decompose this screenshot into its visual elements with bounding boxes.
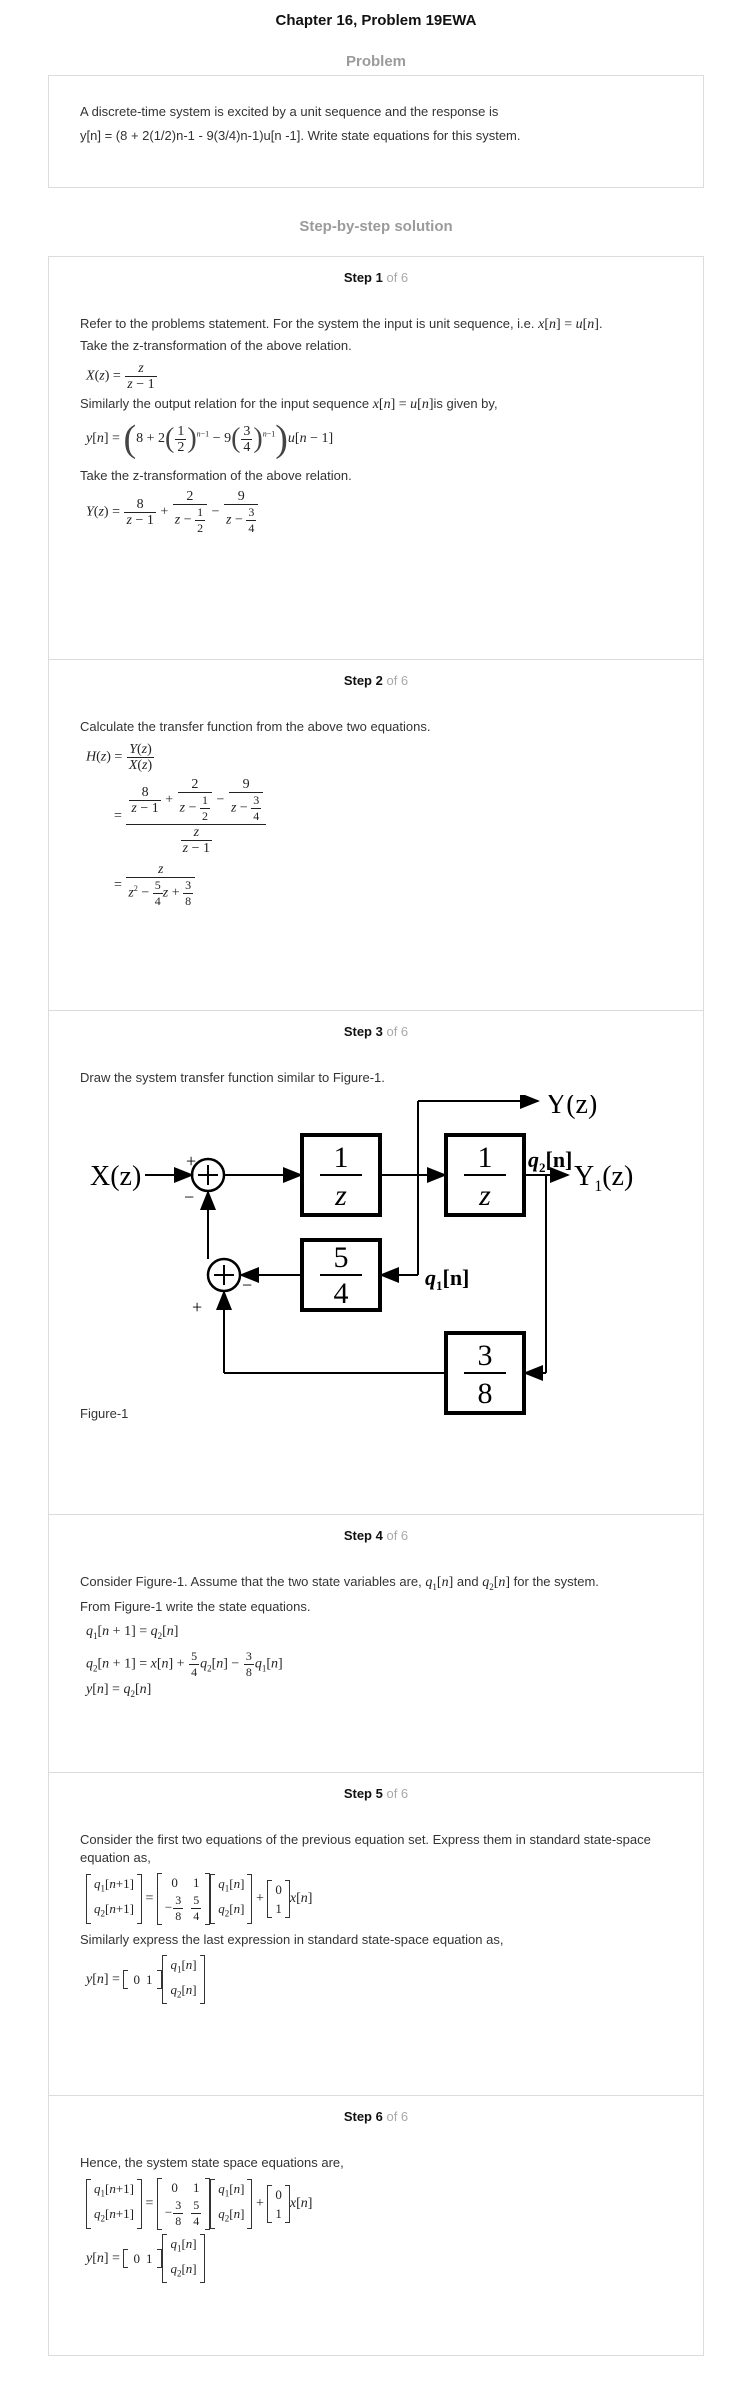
block2-num: 1 <box>478 1141 493 1174</box>
step-number: Step 1 <box>343 270 383 285</box>
input-label: X(z) <box>90 1161 141 1192</box>
state-eq-1: q1[n + 1] = q2[n] <box>86 1623 179 1641</box>
step-2-text: Calculate the transfer function from the… <box>80 719 431 734</box>
step-1-header: Step 1 of 6 <box>80 257 672 287</box>
figure-caption: Figure-1 <box>80 1406 129 1421</box>
block1-num: 1 <box>334 1141 349 1174</box>
output-top-label: Y(z) <box>546 1095 597 1120</box>
step-2: Step 2 of 6 Calculate the transfer funct… <box>49 659 703 1010</box>
step-1-text-1: Refer to the problems statement. For the… <box>80 316 603 332</box>
problem-heading: Problem <box>345 53 406 70</box>
step-2-header: Step 2 of 6 <box>343 673 409 688</box>
step-3-header: Step 3 of 6 <box>343 1024 409 1039</box>
block3-num: 5 <box>334 1241 349 1274</box>
sign-plus-1: + <box>186 1151 196 1171</box>
step-4-text-1: Consider Figure-1. Assume that the two s… <box>80 1574 599 1592</box>
q1-label: q1[n] <box>425 1265 469 1293</box>
step-3: Step 3 of 6 Draw the system transfer fun… <box>49 1010 703 1514</box>
eq-hz-1: H(z) = Y(z)X(z) <box>86 742 155 773</box>
step-6-header: Step 6 of 6 <box>343 2109 409 2124</box>
step-3-text: Draw the system transfer function simila… <box>80 1070 385 1085</box>
problem-line-2: y[n] = (8 + 2(1/2)n-1 - 9(3/4)n-1)u[n -1… <box>80 128 521 143</box>
problem-box: A discrete-time system is excited by a u… <box>48 75 704 188</box>
q2-label: q2[n] <box>528 1147 572 1175</box>
step-1-text-3: Similarly the output relation for the in… <box>80 396 498 412</box>
page-title: Chapter 16, Problem 19EWA <box>275 12 477 29</box>
block-diagram: X(z) Y(z) Y1(z) + − − + 1 z 1 z 5 <box>90 1095 633 1415</box>
step-4: Step 4 of 6 Consider Figure-1. Assume th… <box>49 1514 703 1772</box>
step-5-text-2: Similarly express the last expression in… <box>80 1932 504 1947</box>
step-5: Step 5 of 6 Consider the first two equat… <box>49 1772 703 2095</box>
sign-minus-1: − <box>184 1187 194 1207</box>
step-6: Step 6 of 6 Hence, the system state spac… <box>49 2095 703 2355</box>
steps-box: Step 1 of 6 Refer to the problems statem… <box>48 256 704 2356</box>
output-right-label: Y1(z) <box>574 1161 633 1195</box>
step-4-header: Step 4 of 6 <box>343 1528 409 1543</box>
problem-line-1: A discrete-time system is excited by a u… <box>80 104 499 119</box>
step-1-text-4: Take the z-transformation of the above r… <box>80 468 352 483</box>
sign-minus-2: − <box>242 1275 252 1295</box>
svg-text:X(z): X(z) <box>90 1161 141 1192</box>
step-5-header: Step 5 of 6 <box>343 1786 409 1801</box>
solution-heading: Step-by-step solution <box>299 218 453 235</box>
step-6-text: Hence, the system state space equations … <box>80 2155 344 2170</box>
sign-plus-2: + <box>192 1297 202 1317</box>
state-eq-3: y[n] = q2[n] <box>86 1681 152 1699</box>
block1-den: z <box>334 1179 347 1212</box>
step-1: Step 1 of 6 Refer to the problems statem… <box>49 257 703 659</box>
step-4-text-2: From Figure-1 write the state equations. <box>80 1598 311 1614</box>
block4-den: 8 <box>478 1377 493 1410</box>
block2-den: z <box>478 1179 491 1212</box>
step-5-text-1: Consider the first two equations of the … <box>80 1832 651 1865</box>
block4-num: 3 <box>478 1339 493 1372</box>
step-1-text-2: Take the z-transformation of the above r… <box>80 338 352 353</box>
step-of: of 6 <box>386 270 409 285</box>
block3-den: 4 <box>334 1277 349 1310</box>
